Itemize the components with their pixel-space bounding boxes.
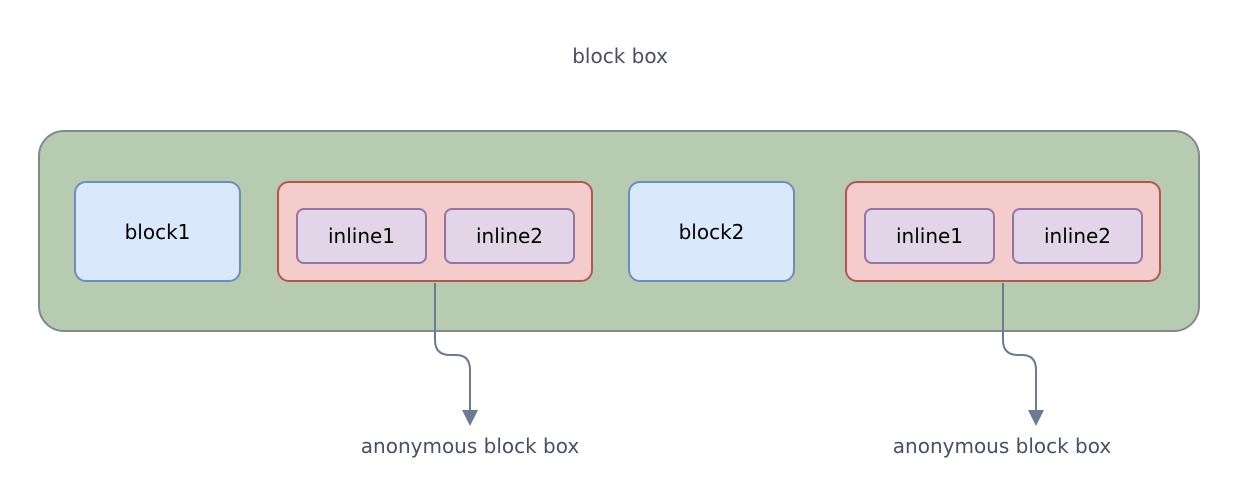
arrow-anonymous-2 [1002,283,1037,412]
inline1-box-group2: inline1 [864,208,995,264]
anonymous-block-box-label-1: anonymous block box [360,434,580,458]
inline2-box-group2: inline2 [1012,208,1143,264]
arrowhead-anonymous-2 [1028,410,1044,426]
arrow-anonymous-1 [434,283,471,412]
arrowhead-anonymous-1 [462,410,478,426]
block1-box: block1 [74,181,241,282]
inline2-box-group1: inline2 [444,208,575,264]
anonymous-block-box-label-2: anonymous block box [892,434,1112,458]
diagram-title: block box [572,44,668,68]
block2-box: block2 [628,181,795,282]
inline1-box-group1: inline1 [296,208,427,264]
